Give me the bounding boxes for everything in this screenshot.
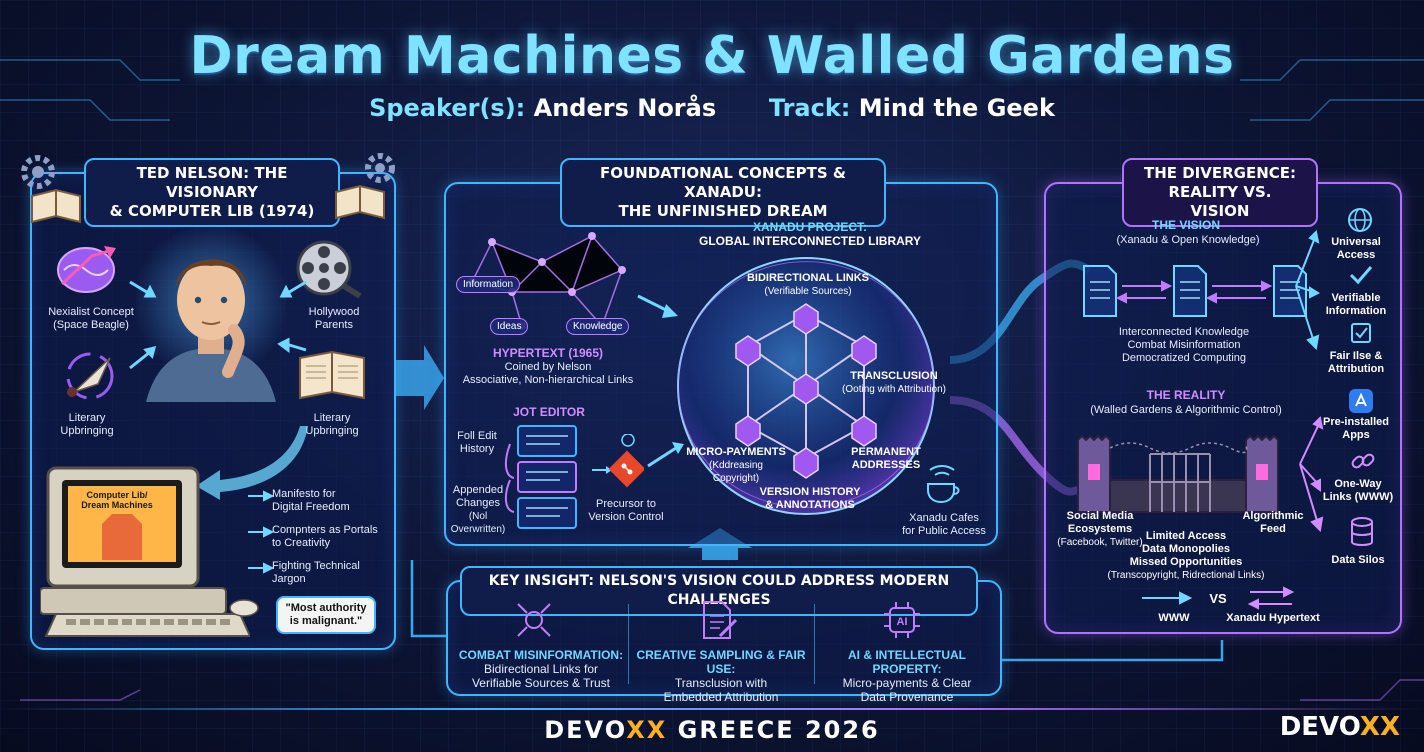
ai-chip-icon: AI xyxy=(884,602,920,638)
preinstalled-apps-label: Pre-installed Apps xyxy=(1322,416,1390,441)
quill-icon xyxy=(66,352,114,400)
arrow-jot-to-xanadu xyxy=(647,442,684,468)
app-store-icon xyxy=(1349,389,1373,413)
full-edit-history-label: Foll Edit History xyxy=(457,430,497,455)
svg-text:AI: AI xyxy=(897,616,908,628)
brain-icon xyxy=(57,246,116,293)
influence-arrows xyxy=(129,280,307,370)
hypertext-description: Coined by Nelson Associative, Non-hierar… xyxy=(462,361,634,386)
speaker-track-line: Speaker(s): Anders Norås Track: Mind the… xyxy=(0,94,1424,122)
speaker-name: Anders Norås xyxy=(533,94,717,122)
vintage-computer-illustration xyxy=(40,466,250,637)
nexialist-label: Nexialist Concept (Space Beagle) xyxy=(48,306,134,331)
document-pen-icon xyxy=(703,601,738,639)
arrow-to-xanadu xyxy=(637,294,678,318)
checkbox-icon xyxy=(1351,323,1371,343)
walled-garden-illustration xyxy=(1077,434,1279,513)
node-information: Information xyxy=(456,276,521,293)
vision-fan-arrows xyxy=(1295,229,1321,351)
vision-subheading: (Xanadu & Open Knowledge) xyxy=(1116,234,1260,246)
universal-access-label: Universal Access xyxy=(1331,236,1381,261)
page-title: Dream Machines & Walled Gardens xyxy=(189,26,1235,86)
reality-heading: THE REALITY xyxy=(1146,388,1226,402)
gear-book-icon-right xyxy=(335,153,395,220)
curved-arrow-to-computer xyxy=(196,426,308,500)
data-silos-label: Data Silos xyxy=(1331,554,1385,566)
jot-editor-heading: JOT EDITOR xyxy=(513,405,585,419)
precursor-label: Precursor to Version Control xyxy=(588,498,664,523)
computer-screen-title: Computer Lib/ Dream Machines xyxy=(81,490,153,510)
misinformation-network-icon xyxy=(517,603,551,637)
track-label: Track: xyxy=(768,94,851,122)
www-label: WWW xyxy=(1158,612,1190,624)
mouse-icon xyxy=(229,599,259,617)
node-knowledge: Knowledge xyxy=(566,318,630,335)
bidirectional-links-label: BIDIRECTIONAL LINKS (Verifiable Sources) xyxy=(746,272,870,297)
jot-editor-documents xyxy=(504,425,577,529)
verifiable-info-label: Verifiable Information xyxy=(1325,292,1387,317)
appended-changes-label: Appended Changes (Nol Overwritten) xyxy=(450,484,506,535)
node-ideas: Ideas xyxy=(490,318,529,335)
permanent-addresses-label: PERMANENT ADDRESSES xyxy=(851,446,921,471)
fair-use-label: Fair Ilse & Attribution xyxy=(1327,350,1385,375)
insight-ai-ip: AI & INTELLECTUAL PROPERTY: Micro-paymen… xyxy=(842,648,972,704)
divergence-title: THE DIVERGENCE: REALITY VS. VISION xyxy=(1122,158,1318,227)
version-history-label: VERSION HISTORY & ANNOTATIONS xyxy=(759,486,861,511)
literary-left-label: Literary Upbringing xyxy=(60,412,114,437)
quote-box: "Most authority is malignant." xyxy=(276,596,376,634)
xanadu-hypertext-label: Xanadu Hypertext xyxy=(1226,612,1320,624)
film-reel-icon xyxy=(296,240,362,299)
checkmark-icon xyxy=(1349,266,1373,285)
footer-divider xyxy=(0,708,1424,710)
insight-misinformation: COMBAT MISINFORMATION: Bidirectional Lin… xyxy=(458,648,624,690)
transclusion-label: TRANSCLUSION (Ooting with Attribution) xyxy=(842,370,946,395)
literary-right-label: Literary Upbringing xyxy=(305,412,359,437)
social-media-label: Social Media Ecosystems (Facebook, Twitt… xyxy=(1057,510,1143,548)
algorithmic-feed-label: Algorithmic Feed xyxy=(1242,510,1304,535)
reality-subheading: (Walled Gardens & Algorithmic Control) xyxy=(1090,404,1282,416)
xanadu-cafes-label: Xanadu Cafes for Public Access xyxy=(902,512,986,537)
insight-divider-2 xyxy=(814,604,815,684)
link-icon xyxy=(1351,453,1375,469)
devoxx-logo: DEVOXX xyxy=(1279,712,1400,742)
bullet-jargon: Fighting Technical Jargon xyxy=(272,560,360,585)
cafe-wifi-icon xyxy=(927,465,960,504)
track-name: Mind the Geek xyxy=(858,94,1055,122)
git-branch-icon xyxy=(592,434,644,488)
vs-label: VS xyxy=(1209,591,1227,606)
ted-nelson-panel-title: TED NELSON: THE VISIONARY & COMPUTER LIB… xyxy=(84,158,340,227)
foundational-concepts-title: FOUNDATIONAL CONCEPTS & XANADU: THE UNFI… xyxy=(560,158,886,227)
one-way-links-label: One-Way Links (WWW) xyxy=(1322,478,1394,503)
bullet-manifesto: Manifesto for Digital Freedom xyxy=(272,488,350,513)
bullet-connectors xyxy=(248,490,274,574)
reality-fan-arrows xyxy=(1299,415,1324,533)
vision-heading: THE VISION xyxy=(1151,218,1220,232)
globe-icon xyxy=(1348,208,1372,232)
ted-nelson-portrait xyxy=(136,224,286,402)
insight-creative-sampling: CREATIVE SAMPLING & FAIR USE: Transclusi… xyxy=(636,648,806,704)
limited-access-label: Limited Access Data Monopolies Missed Op… xyxy=(1107,530,1265,581)
open-book-icon xyxy=(299,350,365,400)
micropayments-label: MICRO-PAYMENTS (Kddreasing Copyright) xyxy=(686,446,786,484)
speaker-label: Speaker(s): xyxy=(369,94,526,122)
xanadu-heading-1: XANADU PROJECT: xyxy=(752,220,867,234)
xanadu-sphere xyxy=(677,257,935,515)
vision-documents-flow xyxy=(1083,265,1307,317)
database-icon xyxy=(1351,517,1373,546)
event-name: DEVOXX GREECE 2026 xyxy=(544,716,880,744)
divergence-panel xyxy=(1044,182,1402,634)
bullet-computers-portals: Compnters as Portals to Creativity xyxy=(272,524,378,549)
hypertext-heading: HYPERTEXT (1965) xyxy=(492,346,604,360)
hollywood-label: Hollywood Parents xyxy=(308,306,360,331)
vision-description: Interconnected Knowledge Combat Misinfor… xyxy=(1118,326,1250,364)
compare-arrows xyxy=(1142,586,1295,610)
insight-divider-1 xyxy=(628,604,629,684)
xanadu-heading-2: GLOBAL INTERCONNECTED LIBRARY xyxy=(699,234,921,248)
gear-book-icon-left xyxy=(21,155,81,224)
